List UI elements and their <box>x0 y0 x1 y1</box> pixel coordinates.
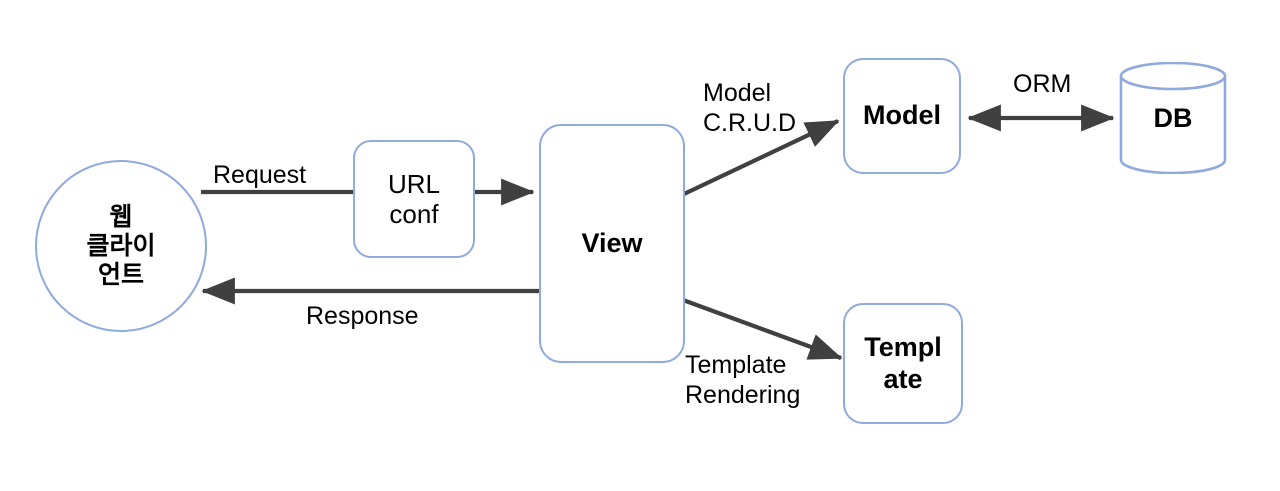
database-cylinder-icon <box>1119 62 1227 174</box>
edge-label-request: Request <box>213 161 307 189</box>
edge-label-orm: ORM <box>1013 70 1072 98</box>
node-view-label: View <box>581 227 643 258</box>
node-template[interactable]: Templ ate <box>843 303 963 424</box>
node-view[interactable]: View <box>539 124 685 363</box>
edge-template-rendering <box>682 298 843 360</box>
node-db[interactable]: DB <box>1118 62 1228 174</box>
node-model-label: Model <box>863 100 941 131</box>
node-db-label: DB <box>1153 102 1193 133</box>
node-urlconf-label: URL conf <box>387 168 440 229</box>
node-web-client[interactable]: 웹 클라이 언트 <box>35 160 207 332</box>
node-template-label: Templ ate <box>864 332 942 394</box>
edge-label-model-crud: Model C.R.U.D <box>703 79 797 137</box>
node-model[interactable]: Model <box>843 58 961 174</box>
edge-label-template-rendering: Template Rendering <box>685 351 801 409</box>
node-web-client-label: 웹 클라이 언트 <box>86 202 156 289</box>
edge-label-response: Response <box>306 302 419 330</box>
edge-model-crud <box>683 119 840 196</box>
node-urlconf[interactable]: URL conf <box>353 140 475 258</box>
